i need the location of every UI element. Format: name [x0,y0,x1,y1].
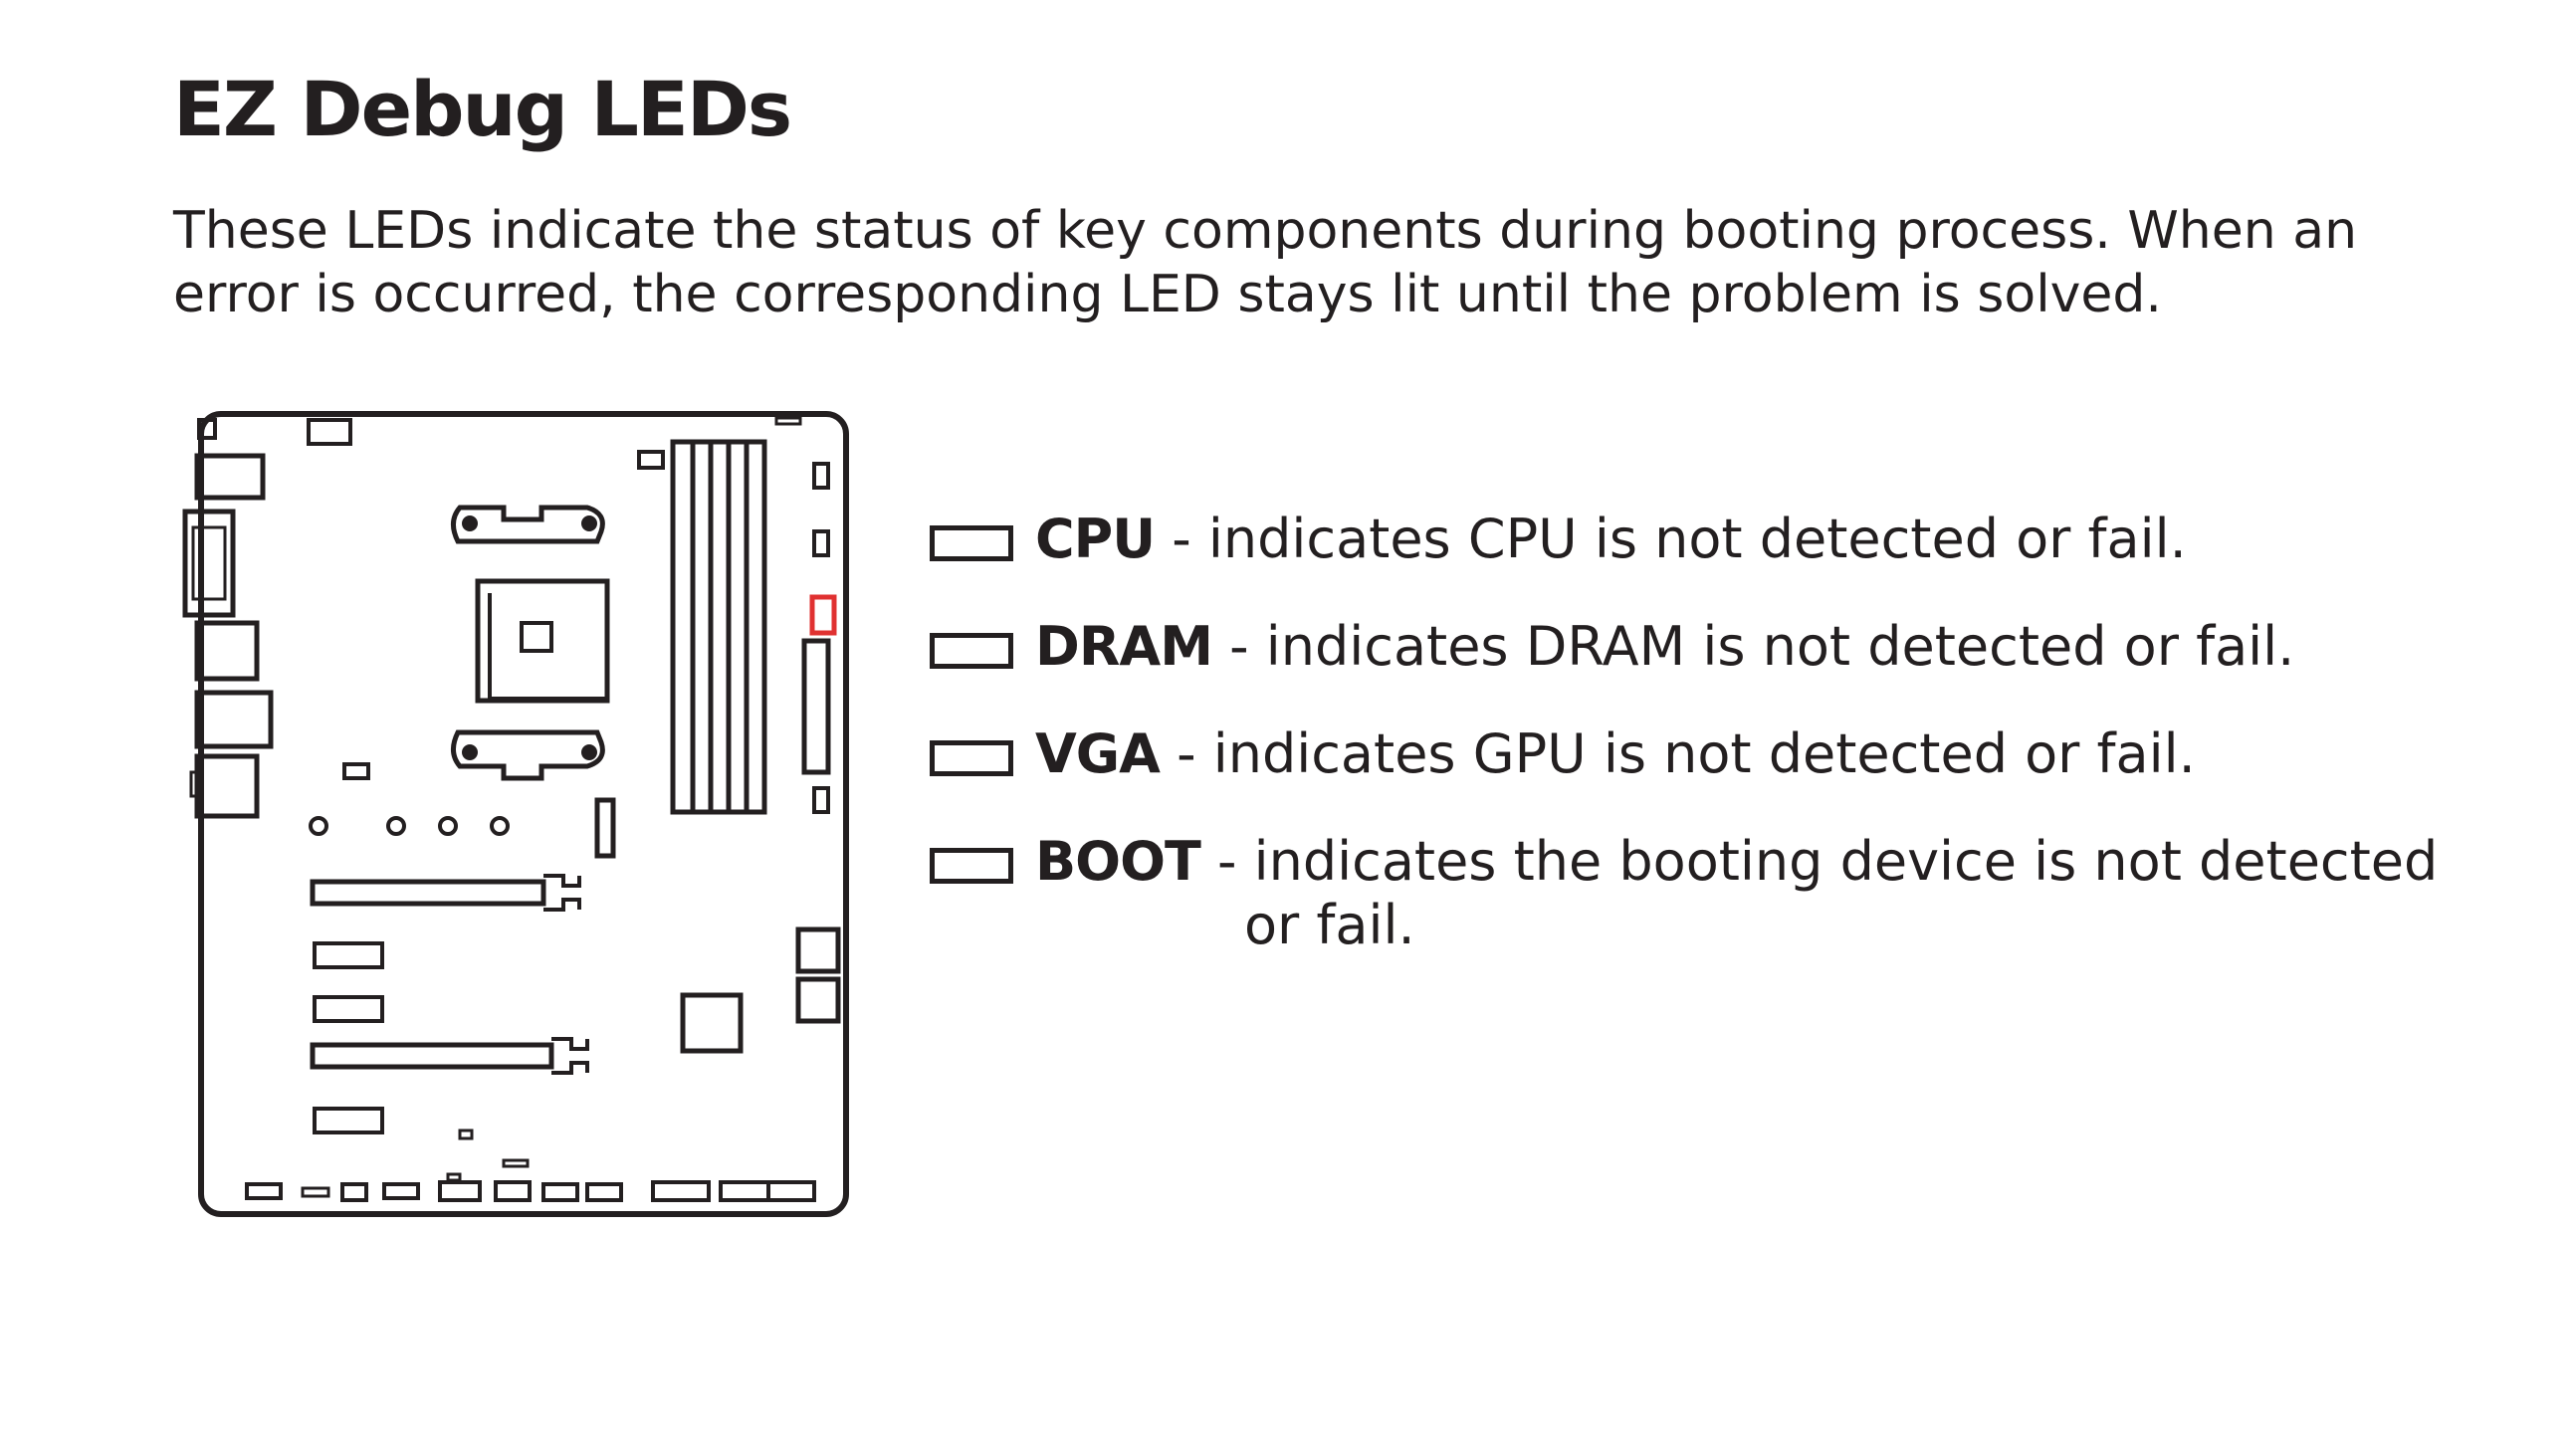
bottom-header-10 [719,1180,770,1202]
pcie-x1-slot-2 [313,995,384,1023]
fan-header-top [637,450,665,470]
io-display-port [182,509,236,618]
led-indicator-box [930,525,1013,561]
legend-led-name: VGA [1035,722,1161,785]
standoff-2 [386,816,406,836]
led-top-2 [812,529,830,557]
cooler-bracket-bottom [451,729,605,781]
bottom-header-6 [494,1180,532,1202]
io-usb-2 [194,620,260,682]
legend-led-name: DRAM [1035,615,1213,678]
bottom-header-11 [766,1180,816,1202]
sata-connector-2 [795,976,841,1024]
sata-connector-1 [795,926,841,974]
intro-line-1: These LEDs indicate the status of key co… [173,201,2358,261]
io-lan [194,690,274,749]
legend-item-boot: BOOT - indicates the booting device is n… [930,830,2542,957]
chipset [680,992,744,1054]
led-indicator-box [930,740,1013,776]
bottom-header-3 [340,1182,368,1202]
motherboard-diagram [182,411,849,1217]
led-legend: CPU - indicates CPU is not detected or f… [930,508,2542,1001]
pcie-x1-slot-3 [313,1107,384,1134]
bottom-header-4 [382,1182,420,1200]
top-right-tab [774,416,802,426]
bracket-screw-4 [581,744,597,760]
io-display-inner [191,525,227,601]
pcie-latch-2 [551,1037,589,1075]
pcie-x1-slot-1 [313,941,384,969]
legend-item-cpu: CPU - indicates CPU is not detected or f… [930,508,2542,571]
bracket-screw-1 [462,515,478,531]
pcie-latch-1 [543,874,581,912]
led-indicator-box [930,633,1013,669]
io-small-top [197,418,217,440]
led-top-1 [812,462,830,490]
cpu-socket-center [520,621,553,653]
led-bottom [812,786,830,814]
standoff-3 [438,816,458,836]
io-audio-tab [189,770,203,798]
led-indicator-box [930,848,1013,884]
bottom-header-2 [301,1186,330,1198]
page-title: EZ Debug LEDs [173,65,792,153]
cpu-power-connector [307,418,352,446]
io-audio [194,753,260,819]
small-component-3 [446,1172,462,1182]
intro-line-2: error is occurred, the corresponding LED… [173,265,2162,324]
bracket-screw-3 [462,744,478,760]
legend-description: - indicates GPU is not detected or fail. [1159,722,2196,785]
pcie-x16-slot-2 [310,1042,554,1070]
bottom-header-5 [438,1180,482,1202]
bracket-screw-2 [581,515,597,531]
small-component-1 [458,1129,474,1140]
legend-item-dram: DRAM - indicates DRAM is not detected or… [930,615,2542,679]
legend-description: - indicates DRAM is not detected or fail… [1211,615,2295,678]
cooler-bracket-top [451,505,605,544]
small-component-2 [502,1158,530,1168]
legend-led-name: CPU [1035,508,1156,570]
cpu-socket [475,578,610,704]
legend-led-name: BOOT [1035,830,1201,893]
standoff-1 [309,816,328,836]
legend-description-continued: or fail. [1244,894,1415,956]
atx-power-connector [801,638,831,775]
bottom-header-8 [585,1182,623,1202]
legend-description: - indicates CPU is not detected or fail. [1155,508,2187,570]
standoff-4 [490,816,510,836]
bottom-header-7 [541,1182,579,1202]
pcie-x16-slot-1 [310,879,546,907]
dimm-block [670,439,767,815]
io-usb-1 [194,453,266,501]
intro-paragraph: These LEDs indicate the status of key co… [173,199,2463,326]
legend-item-vga: VGA - indicates GPU is not detected or f… [930,722,2542,786]
chipset-small-block [342,762,370,780]
legend-description: - indicates the booting device is not de… [1199,830,2439,893]
bottom-header-9 [651,1180,711,1202]
bottom-header-1 [245,1182,283,1200]
cpu-socket-bevel [488,593,605,701]
m2-connector [594,797,616,859]
ez-debug-led-highlight [809,594,837,636]
